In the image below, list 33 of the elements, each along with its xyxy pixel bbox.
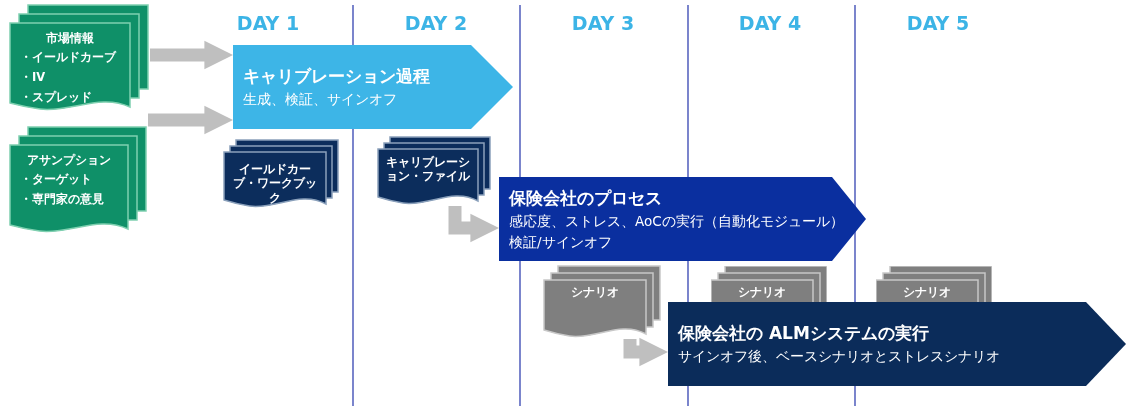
document-title: シナリオ (738, 285, 786, 300)
banner-subtitle: 感応度、ストレス、AoCの実行（自動化モジュール） (509, 212, 844, 231)
bullet-item: ・スプレッド (19, 90, 93, 106)
banner-subtitle: 生成、検証、サインオフ (243, 91, 398, 109)
chevron-banner (233, 45, 513, 129)
day-label: DAY 2 (403, 12, 469, 34)
document-title: キャリブレーション・ファイル (385, 155, 471, 184)
block-arrow (150, 40, 233, 70)
day-label: DAY 5 (905, 12, 971, 34)
day-label: DAY 1 (235, 12, 301, 34)
bullet-item: ・専門家の意見 (19, 192, 105, 208)
chevron-banner (499, 177, 866, 261)
block-arrow (623, 337, 668, 367)
banner-subtitle: サインオフ後、ベースシナリオとストレスシナリオ (678, 348, 1000, 366)
chevron-banner (668, 302, 1126, 386)
banner-title: 保険会社の ALMシステムの実行 (678, 322, 930, 345)
day-label: DAY 4 (737, 12, 803, 34)
banner-title: キャリブレーション過程 (243, 65, 430, 88)
document-title: 市場情報 (45, 31, 95, 46)
document-title: シナリオ (903, 285, 951, 300)
document-stack (711, 266, 827, 302)
banner-title: 保険会社のプロセス (509, 186, 663, 210)
bullet-item: ・IV (19, 70, 47, 86)
document-stack (876, 266, 992, 302)
bullet-item: ・イールドカーブ (19, 50, 118, 66)
day-label: DAY 3 (570, 12, 636, 34)
banner-subtitle: 検証/サインオフ (509, 233, 613, 252)
block-arrow (148, 105, 233, 135)
block-arrow (448, 206, 499, 243)
document-title: アサンプション (26, 153, 112, 168)
bullet-item: ・ターゲット (19, 172, 93, 188)
document-title: シナリオ (571, 285, 619, 300)
document-title: イールドカーブ・ワークブック (232, 162, 318, 206)
